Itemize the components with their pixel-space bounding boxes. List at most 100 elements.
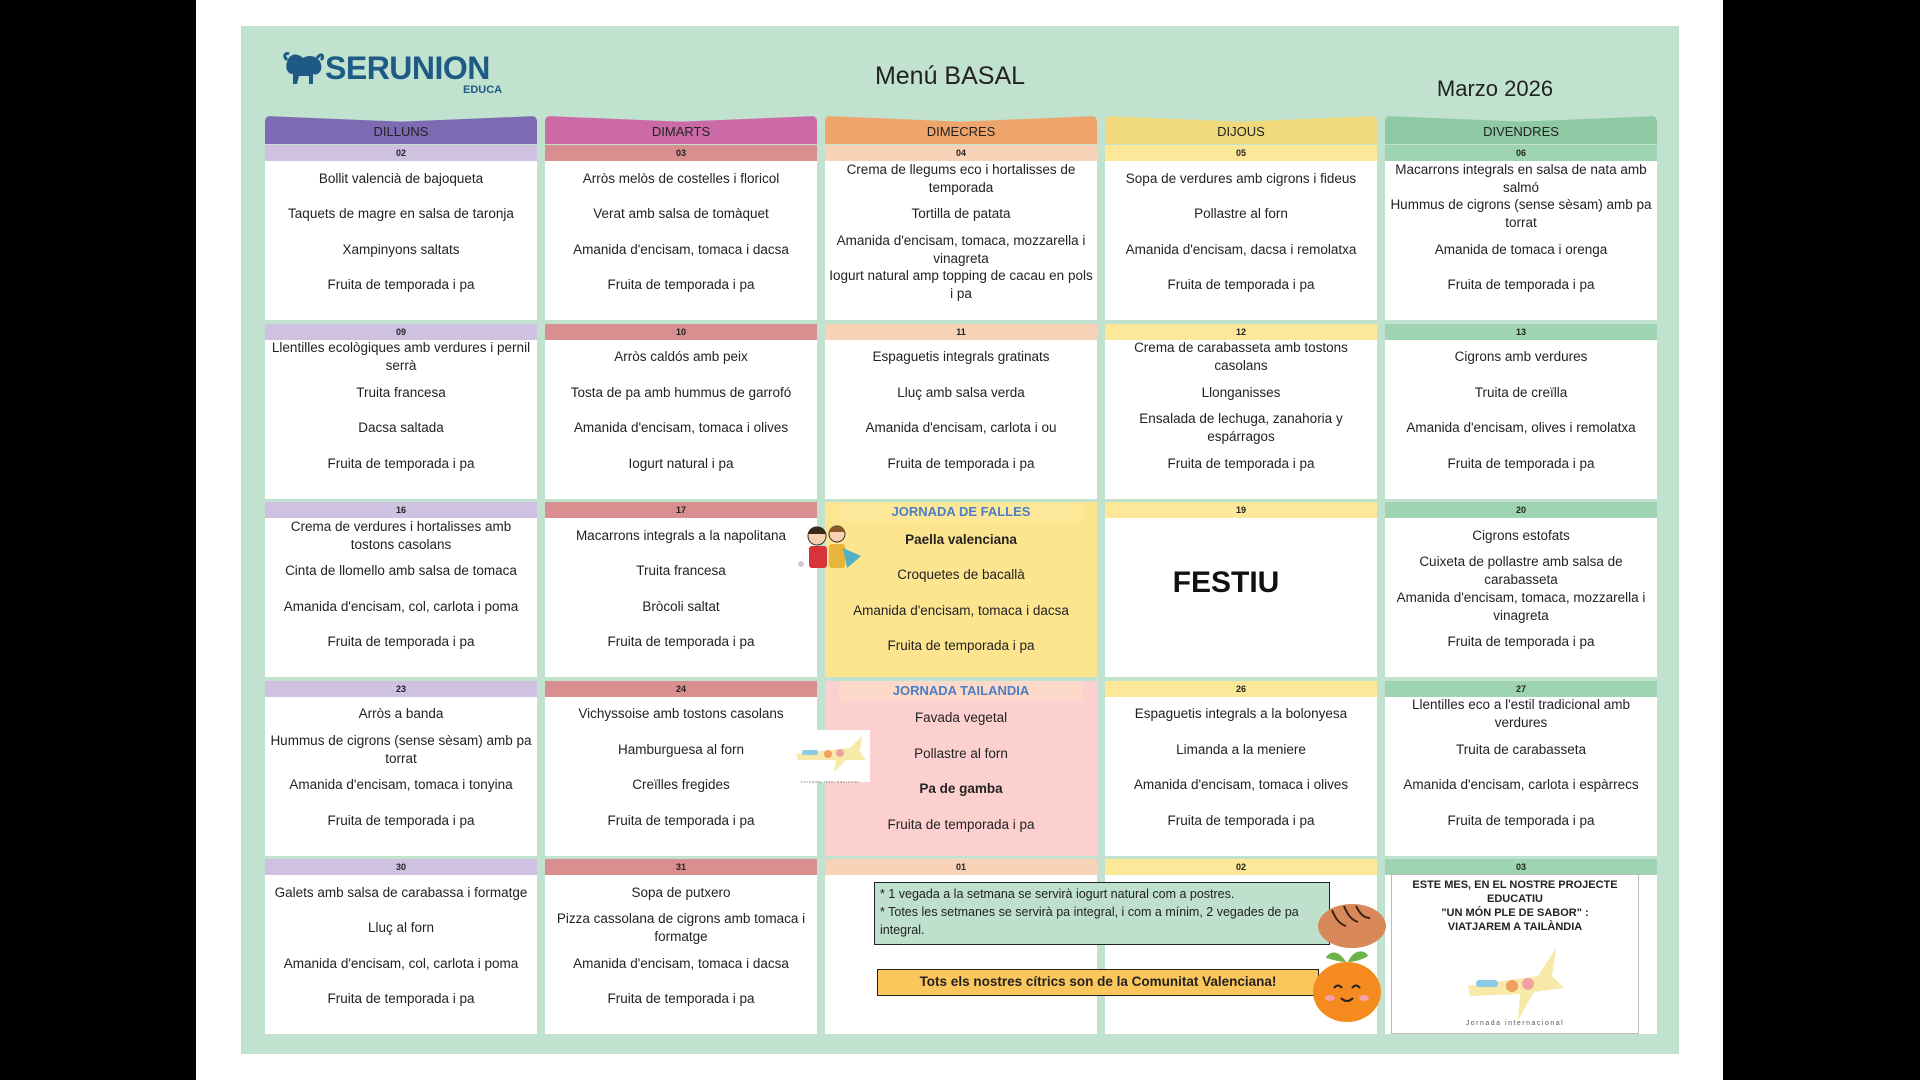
menu-dish: Fruita de temporada i pa [1167,455,1315,471]
menu-dish: Llentilles ecològiques amb verdures i pe… [271,340,531,374]
day-number: 30 [265,859,537,875]
day-number: 19 [1105,502,1377,518]
menu-dish: Crema de carabasseta amb tostons casolan… [1134,340,1348,374]
page-title: Menú BASAL [874,62,1026,90]
menu-dish: Macarrons integrals a la napolitana [575,527,787,543]
day-number: 05 [1105,145,1377,161]
note-line: * Totes les setmanes se servirà pa integ… [880,905,1299,937]
menu-dish: Fruita de temporada i pa [327,277,475,293]
menu-dish: Galets amb salsa de carabassa i formatge [274,884,528,900]
menu-dish: Fruita de temporada i pa [327,812,475,828]
notes-box: * 1 vegada a la setmana se servirà iogur… [874,882,1330,945]
menu-dish: Espaguetis integrals gratinats [872,349,1050,365]
menu-dish: Amanida d'encisam, carlota i espàrrecs [1403,777,1639,793]
note-line: * 1 vegada a la setmana se servirà iogur… [880,887,1235,901]
menu-dish: Cigrons amb verdures [1454,349,1588,365]
menu-dish: Fruita de temporada i pa [327,991,475,1007]
airplane-icon [796,736,866,772]
menu-dish: Fruita de temporada i pa [1167,812,1315,828]
day-number: 09 [265,323,537,340]
menu-dish: Sopa de putxero [631,884,731,900]
menu-dish: Fruita de temporada i pa [327,634,475,650]
day-number: 10 [545,323,817,340]
project-caption: Jornada internacional [1465,1020,1565,1027]
logo-text: SERUNION [325,50,490,86]
menu-dish: Amanida d'encisam, tomaca i dacsa [573,241,789,257]
menu-dish: Amanida d'encisam, carlota i ou [865,420,1057,436]
citrus-banner: Tots els nostres cítrics son de la Comun… [877,969,1319,996]
weekday-tab-dimecres: DIMECRES [825,116,1097,144]
menu-dish: Paella valenciana [905,531,1017,547]
day-menu: Galets amb salsa de carabassa i formatge… [265,875,537,1035]
day-number: 01 [825,859,1097,875]
serunion-logo: SERUNION EDUCA [283,50,508,100]
day-number: 24 [545,680,817,697]
day-menu: Crema de verdures i hortalisses amb tost… [265,518,537,678]
menu-dish: Truita francesa [636,563,726,579]
day-menu: Llentilles ecològiques amb verdures i pe… [265,340,537,500]
menu-dish: Xampinyons saltats [342,241,460,257]
menu-dish: Amanida d'encisam, tomaca i olives [573,420,789,436]
month-label: Marzo 2026 [1436,76,1554,101]
menu-dish: Truita francesa [356,384,446,400]
menu-dish: Amanida d'encisam, tomaca i tonyina [289,777,513,793]
menu-dish: Lluç al forn [367,920,435,936]
menu-dish: Cigrons estofats [1472,527,1570,543]
menu-dish: Amanida d'encisam, tomaca i dacsa [853,602,1069,618]
menu-dish: Amanida de tomaca i orenga [1434,241,1608,257]
menu-dish: Taquets de magre en salsa de taronja [288,206,514,222]
project-line: VIATJAREM A TAILÀNDIA [1447,921,1583,933]
menu-dish: Fruita de temporada i pa [607,812,755,828]
menu-dish: Lluç amb salsa verda [897,384,1025,400]
menu-dish: Crema de llegums eco i hortalisses de te… [846,161,1076,195]
menu-dish: Amanida d'encisam, olives i remolatxa [1406,420,1636,436]
menu-dish: Favada vegetal [914,710,1008,726]
menu-dish: Amanida d'encisam, col, carlota i poma [283,955,519,971]
bull-logo-icon [283,52,325,84]
day-number: 02 [265,145,537,161]
day-menu: Llentilles eco a l'estil tradicional amb… [1385,697,1657,857]
menu-dish: Macarrons integrals en salsa de nata amb… [1395,161,1647,195]
menu-dish: Pa de gamba [919,781,1003,797]
menu-dish: Fruita de temporada i pa [1447,812,1595,828]
bread-icon [1318,904,1386,948]
menu-dish: Truita de carabasseta [1455,741,1587,757]
menu-dish: Amanida d'encisam, tomaca i dacsa [573,955,789,971]
day-number: 06 [1385,145,1657,161]
menu-dish: Bollit valencià de bajoqueta [318,170,484,186]
menu-dish: Vichyssoise amb tostons casolans [578,706,784,722]
day-number: 02 [1105,859,1377,875]
menu-dish: Arròs a banda [358,706,444,722]
menu-dish: Amanida d'encisam, tomaca, mozzarella i … [1396,589,1646,623]
menu-dish: Fruita de temporada i pa [1447,455,1595,471]
menu-dish: Pollastre al forn [1194,206,1288,222]
day-number: 03 [1385,859,1657,875]
day-number: 11 [825,323,1097,340]
menu-dish: Amanida d'encisam, tomaca, mozzarella i … [836,232,1086,266]
menu-dish: Croquetes de bacallà [897,567,1025,583]
